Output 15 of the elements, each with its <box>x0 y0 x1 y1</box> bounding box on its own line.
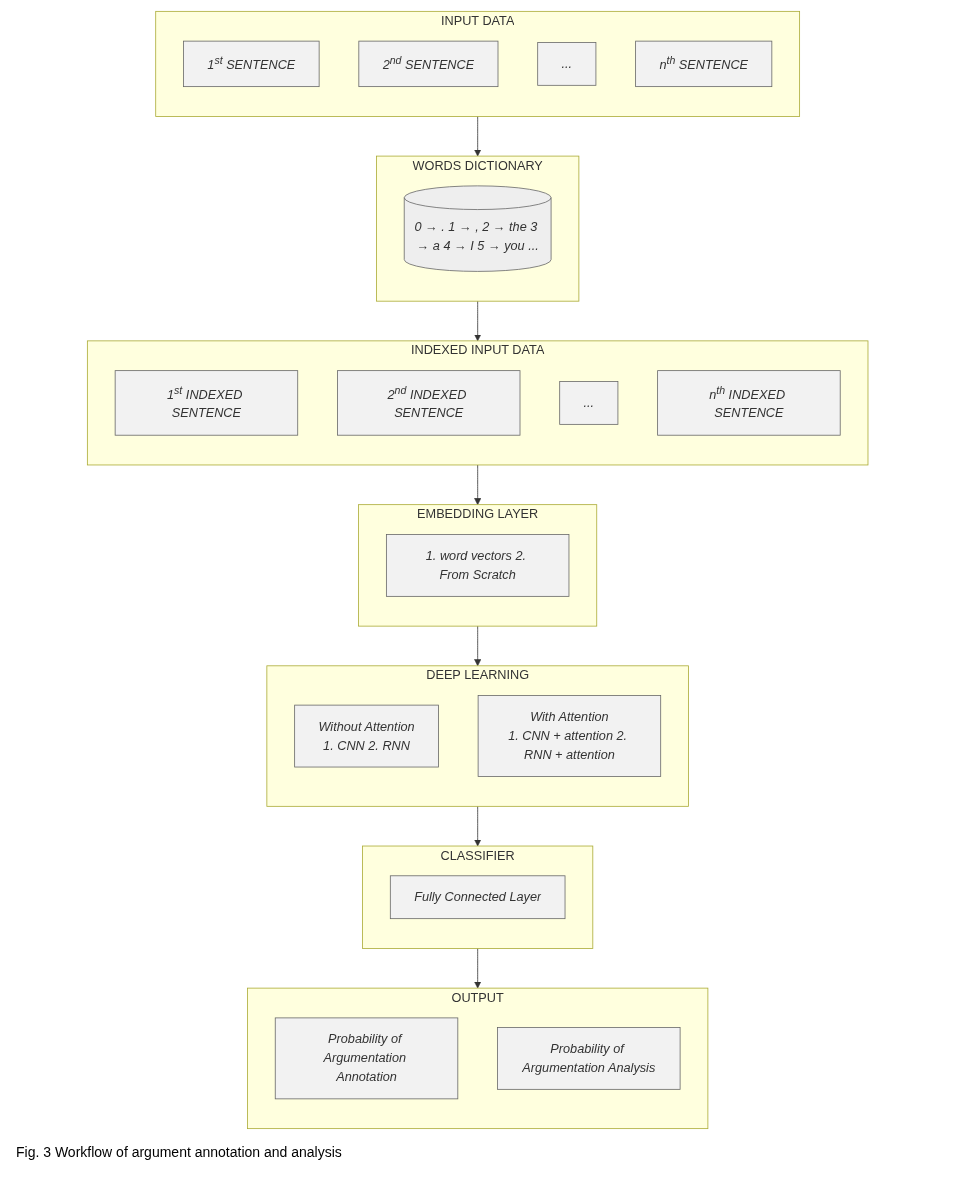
figure-caption: Fig. 3 Workflow of argument annotation and analysis <box>15 1143 343 1162</box>
node-box: Without Attention 1. CNN 2. RNN <box>294 704 440 768</box>
node-box: ... <box>559 381 619 425</box>
node-box: Fully Connected Layer <box>390 875 566 920</box>
node-box: 2$^{nd}$ SENTENCE <box>358 40 499 88</box>
node-box: Probability of Argumentation Analysis <box>497 1027 681 1090</box>
node-box: 1$^{st}$ SENTENCE <box>183 40 320 88</box>
node-box: n$^{th}$ SENTENCE <box>635 40 773 88</box>
node-box: Probability of Argumentation Annotation <box>275 1017 459 1100</box>
node-box: With Attention 1. CNN + attention 2. RNN + attention <box>478 695 662 777</box>
node-box: ... <box>537 42 597 86</box>
node-box: 1$^{st}$ INDEXED SENTENCE <box>115 370 299 436</box>
node-box: n$^{th}$ INDEXED SENTENCE <box>657 370 841 436</box>
node-box: 1. word vectors 2. From Scratch <box>386 534 570 597</box>
node-box: 2$^{nd}$ INDEXED SENTENCE <box>337 370 521 436</box>
